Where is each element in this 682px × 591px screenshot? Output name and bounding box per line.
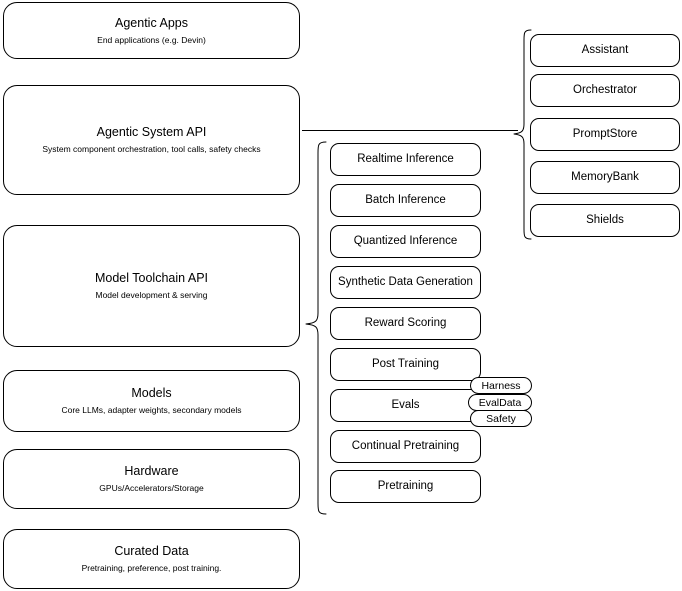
system-component-label: Assistant: [581, 44, 629, 57]
system-component-label: Shields: [586, 214, 624, 227]
layer-box-agentic-apps[interactable]: Agentic Apps End applications (e.g. Devi…: [3, 2, 300, 59]
toolchain-item-continual-pretraining[interactable]: Continual Pretraining: [330, 430, 481, 463]
system-component-orchestrator[interactable]: Orchestrator: [530, 74, 680, 107]
layer-title: Hardware: [124, 464, 179, 479]
layer-title: Models: [131, 386, 172, 401]
layer-title: Curated Data: [114, 544, 189, 559]
toolchain-item-reward-scoring[interactable]: Reward Scoring: [330, 307, 481, 340]
layer-subtitle: Core LLMs, adapter weights, secondary mo…: [61, 405, 242, 415]
eval-badge-label: EvalData: [478, 396, 522, 409]
toolchain-item-realtime-inference[interactable]: Realtime Inference: [330, 143, 481, 176]
toolchain-item-label: Pretraining: [377, 480, 434, 493]
connector-line-system-api-to-components: [302, 130, 518, 131]
eval-badge-safety[interactable]: Safety: [470, 410, 532, 427]
toolchain-item-post-training[interactable]: Post Training: [330, 348, 481, 381]
eval-badge-harness[interactable]: Harness: [470, 377, 532, 394]
eval-badge-label: Safety: [486, 412, 516, 425]
toolchain-item-batch-inference[interactable]: Batch Inference: [330, 184, 481, 217]
layer-box-hardware[interactable]: Hardware GPUs/Accelerators/Storage: [3, 449, 300, 509]
toolchain-item-label: Batch Inference: [365, 194, 446, 207]
toolchain-item-label: Synthetic Data Generation: [338, 276, 473, 289]
brace-system-components: [513, 29, 532, 240]
layer-box-curated-data[interactable]: Curated Data Pretraining, preference, po…: [3, 529, 300, 589]
toolchain-item-evals[interactable]: Evals: [330, 389, 481, 422]
toolchain-item-label: Realtime Inference: [357, 153, 454, 166]
system-component-shields[interactable]: Shields: [530, 204, 680, 237]
toolchain-item-label: Continual Pretraining: [351, 440, 460, 453]
toolchain-item-label: Quantized Inference: [353, 235, 458, 248]
eval-badge-label: Harness: [481, 379, 521, 392]
brace-toolchain: [305, 141, 327, 515]
layer-subtitle: Model development & serving: [95, 290, 208, 300]
layer-subtitle: System component orchestration, tool cal…: [42, 144, 261, 154]
layer-box-models[interactable]: Models Core LLMs, adapter weights, secon…: [3, 370, 300, 432]
layer-title: Model Toolchain API: [94, 271, 209, 286]
eval-badge-evaldata[interactable]: EvalData: [468, 394, 532, 411]
toolchain-item-label: Evals: [391, 399, 420, 412]
system-component-promptstore[interactable]: PromptStore: [530, 118, 680, 151]
layer-subtitle: End applications (e.g. Devin): [97, 34, 206, 45]
toolchain-item-label: Post Training: [371, 358, 440, 371]
layer-title: Agentic System API: [96, 125, 207, 140]
system-component-label: MemoryBank: [571, 171, 639, 184]
system-component-assistant[interactable]: Assistant: [530, 34, 680, 67]
system-component-label: PromptStore: [572, 128, 638, 141]
layer-subtitle: Pretraining, preference, post training.: [81, 563, 222, 573]
system-component-label: Orchestrator: [573, 84, 637, 97]
toolchain-item-pretraining[interactable]: Pretraining: [330, 470, 481, 503]
layer-box-agentic-system-api[interactable]: Agentic System API System component orch…: [3, 85, 300, 195]
toolchain-item-label: Reward Scoring: [364, 317, 447, 330]
layer-box-model-toolchain-api[interactable]: Model Toolchain API Model development & …: [3, 225, 300, 347]
system-component-memorybank[interactable]: MemoryBank: [530, 161, 680, 194]
toolchain-item-quantized-inference[interactable]: Quantized Inference: [330, 225, 481, 258]
layer-title: Agentic Apps: [115, 15, 188, 30]
toolchain-item-synthetic-data-generation[interactable]: Synthetic Data Generation: [330, 266, 481, 299]
layer-subtitle: GPUs/Accelerators/Storage: [99, 483, 204, 493]
